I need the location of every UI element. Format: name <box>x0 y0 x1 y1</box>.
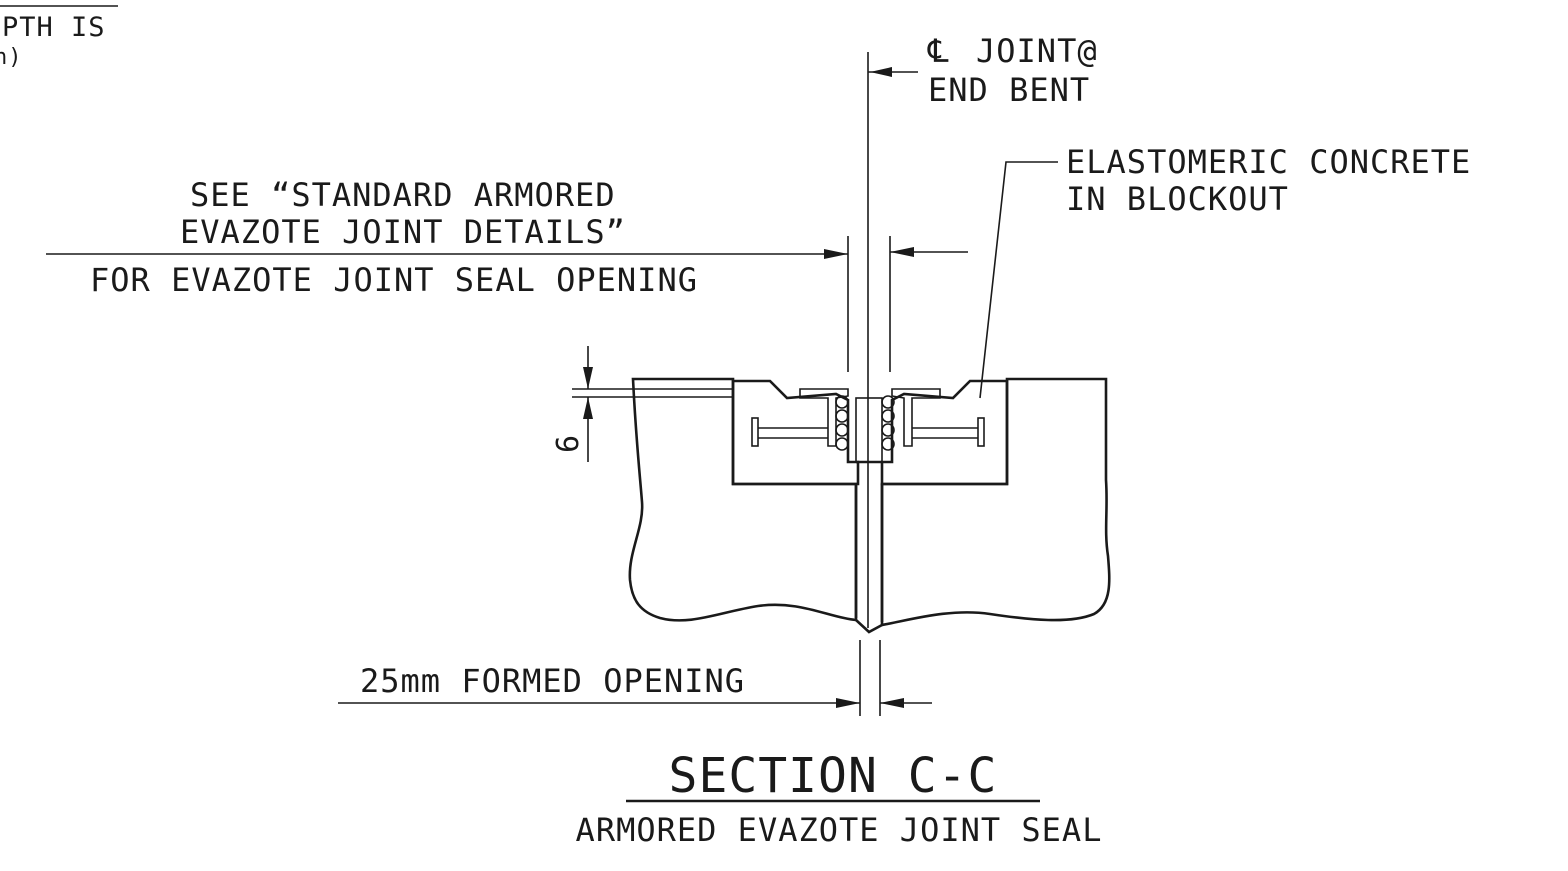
see-note-line3: FOR EVAZOTE JOINT SEAL OPENING <box>90 261 698 299</box>
formed-opening-dimension: 25mm FORMED OPENING <box>338 640 932 716</box>
partial-note-line2: n) <box>0 45 23 70</box>
evazote-seal <box>855 397 883 464</box>
dimension-six-label: 6 <box>551 434 586 453</box>
left-armor-angle <box>751 388 849 451</box>
elastomeric-callout: ELASTOMERIC CONCRETE IN BLOCKOUT <box>979 143 1471 399</box>
formed-opening-label: 25mm FORMED OPENING <box>360 662 745 700</box>
dimension-six: 6 <box>551 346 732 462</box>
slab-bottom-notch <box>855 619 883 634</box>
centerline-symbol: ℄ <box>927 32 950 70</box>
right-blockout <box>880 379 1009 486</box>
see-standard-note: SEE “STANDARD ARMORED EVAZOTE JOINT DETA… <box>46 176 968 299</box>
see-note-line1: SEE “STANDARD ARMORED <box>190 176 616 214</box>
see-note-line2: EVAZOTE JOINT DETAILS” <box>180 213 626 251</box>
section-title: SECTION C-C ARMORED EVAZOTE JOINT SEAL <box>576 748 1103 849</box>
elastomeric-label-line2: IN BLOCKOUT <box>1066 180 1289 218</box>
right-slab <box>880 377 1111 627</box>
centerline-joint-label: JOINT@ <box>976 32 1098 70</box>
section-title-sub: ARMORED EVAZOTE JOINT SEAL <box>576 811 1103 849</box>
right-armor-angle <box>881 388 985 451</box>
partial-note: PTH IS n) <box>0 5 118 70</box>
centerline-label: ℄ JOINT@ END BENT <box>927 32 1098 109</box>
partial-note-line1: PTH IS <box>2 12 106 43</box>
section-title-main: SECTION C-C <box>669 748 998 804</box>
formed-opening <box>854 484 884 622</box>
elastomeric-label-line1: ELASTOMERIC CONCRETE <box>1066 143 1471 181</box>
left-slab <box>628 377 858 622</box>
joint-centerline <box>867 52 918 628</box>
end-bent-label: END BENT <box>928 71 1090 109</box>
seal-opening-extension-lines <box>847 236 891 372</box>
